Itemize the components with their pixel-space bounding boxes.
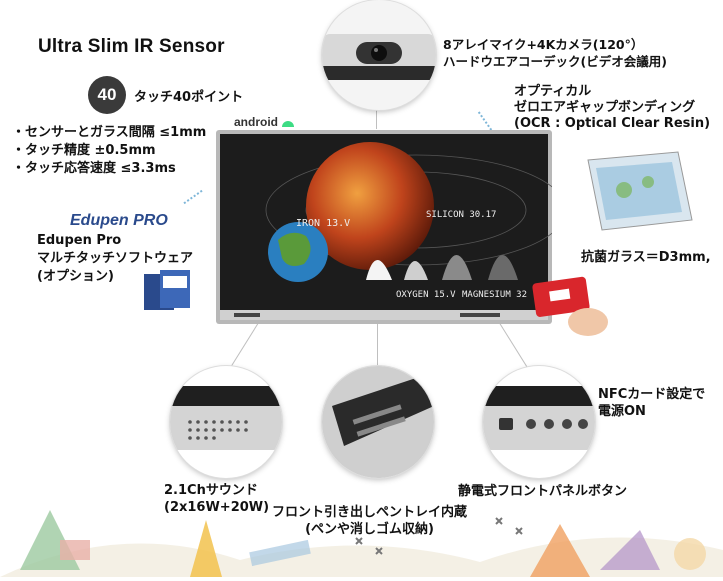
spec-item: ・タッチ精度 ±0.5mm [12, 143, 156, 158]
software-box-icon [144, 270, 190, 310]
display-illustration [216, 130, 567, 324]
speaker-icon [170, 386, 282, 450]
page-title: Ultra Slim IR Sensor [38, 36, 225, 57]
sound-caption: 2.1Chサウンド (2x16W+20W) [164, 483, 270, 515]
nfc-caption: NFCカード設定で 電源ON [598, 387, 706, 419]
silicon-label: SILICON 30.17 [426, 210, 497, 220]
spec-item: ・タッチ応答速度 ≤3.3ms [12, 161, 176, 176]
front-buttons-detail-image [483, 366, 595, 478]
touch-label: タッチ40ポイント [134, 90, 244, 105]
nfc-card-icon [532, 276, 608, 336]
antibacterial-glass-image [568, 150, 698, 240]
android-robot-icon [282, 120, 295, 127]
edupen-caption: Edupen Pro マルチタッチソフトウェア (オプション) [37, 233, 194, 284]
buttons-caption: 静電式フロントパネルボタン [458, 484, 628, 499]
spec-list: ・センサーとガラス間隔 ≤1mm ・タッチ精度 ±0.5mm ・タッチ応答速度 … [12, 124, 206, 178]
interactive-display: IRON 13.V SILICON 30.17 OXYGEN 15.V MAGN… [216, 130, 567, 324]
android-logo: android [234, 115, 295, 129]
pen-tray-icon [322, 366, 434, 478]
school-decoration [0, 500, 723, 577]
front-panel-buttons-icon [483, 386, 595, 450]
school-supplies-illustration [0, 510, 723, 577]
ocr-caption: オプティカル ゼロエアギャップボンディング (OCR : Optical Cle… [514, 84, 711, 131]
touch-badge: 40 [88, 76, 126, 114]
pen-tray-detail-image [322, 366, 434, 478]
spec-item: ・センサーとガラス間隔 ≤1mm [12, 125, 207, 140]
edupen-logo: Edupen PRO [70, 212, 168, 229]
camera-icon [322, 34, 436, 80]
tray-caption: フロント引き出しペントレイ内蔵 (ペンや消しゴム収納) [272, 505, 468, 537]
speaker-detail-image [170, 366, 282, 478]
nfc-card-image [530, 270, 610, 340]
magnesium-label: MAGNESIUM 32 [462, 290, 528, 300]
glass-caption: 抗菌ガラス＝D3mm, [581, 250, 711, 265]
ocr-pointer [477, 111, 493, 131]
edupen-pointer [183, 189, 203, 205]
iron-label: IRON 13.V [296, 218, 351, 229]
oxygen-label: OXYGEN 15.V [396, 290, 456, 300]
camera-caption: 8アレイマイク+4Kカメラ(120°） ハードウエアコーデック(ビデオ会議用) [443, 37, 667, 69]
edupen-box-image [140, 266, 196, 314]
camera-detail-image [322, 0, 436, 110]
glass-layers-icon [587, 151, 693, 231]
tray-connector [377, 318, 378, 370]
